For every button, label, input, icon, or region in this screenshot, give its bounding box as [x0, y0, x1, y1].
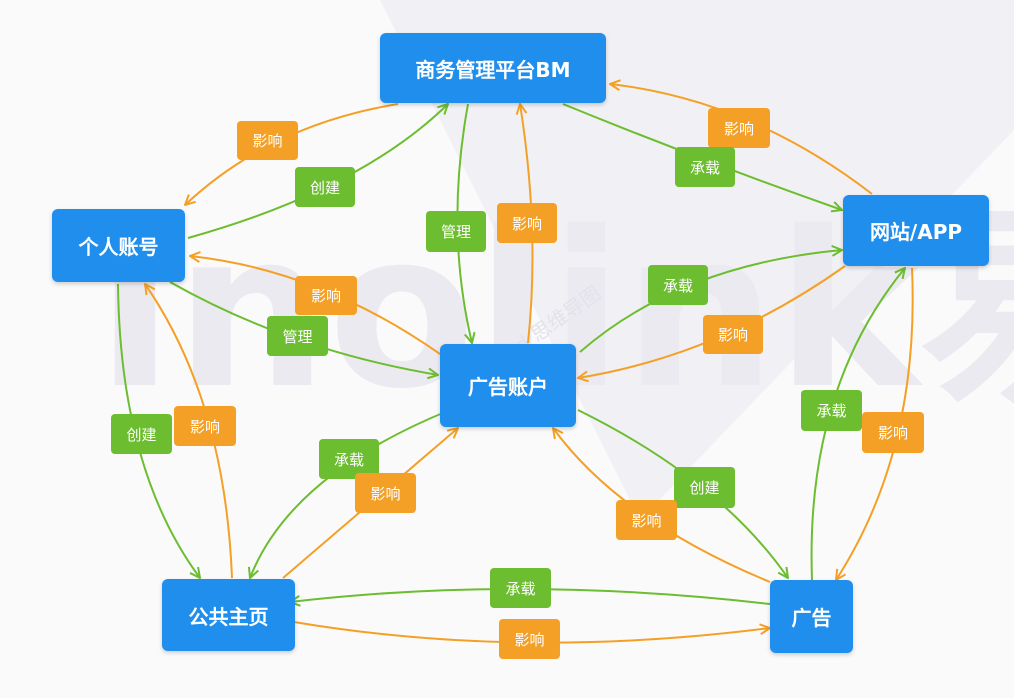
label-influence: 影响	[708, 108, 770, 148]
label-carry: 承载	[648, 265, 708, 305]
node-personal-account[interactable]: 个人账号	[52, 209, 185, 282]
label-carry: 承载	[490, 568, 551, 608]
node-site-app[interactable]: 网站/APP	[843, 195, 989, 266]
label-carry: 承载	[675, 147, 735, 187]
label-influence: 影响	[499, 619, 560, 659]
label-influence: 影响	[616, 500, 677, 540]
label-manage: 管理	[267, 316, 328, 356]
label-create: 创建	[295, 167, 355, 207]
label-influence: 影响	[355, 473, 416, 513]
label-influence: 影响	[497, 203, 557, 243]
node-bm[interactable]: 商务管理平台BM	[380, 33, 606, 103]
label-create: 创建	[674, 467, 735, 508]
label-influence: 影响	[862, 412, 924, 453]
watermark-band	[380, 0, 1014, 520]
label-carry: 承载	[319, 439, 379, 479]
label-influence: 影响	[703, 315, 763, 354]
label-influence: 影响	[174, 406, 236, 446]
label-create: 创建	[111, 414, 172, 454]
edge-adaccount-carry-page	[250, 409, 451, 578]
label-carry: 承载	[801, 390, 862, 431]
label-manage: 管理	[426, 211, 486, 252]
node-ad-account[interactable]: 广告账户	[440, 344, 576, 427]
label-influence: 影响	[237, 121, 298, 160]
node-public-page[interactable]: 公共主页	[162, 579, 295, 651]
label-influence: 影响	[295, 276, 357, 315]
node-ad[interactable]: 广告	[770, 580, 853, 653]
